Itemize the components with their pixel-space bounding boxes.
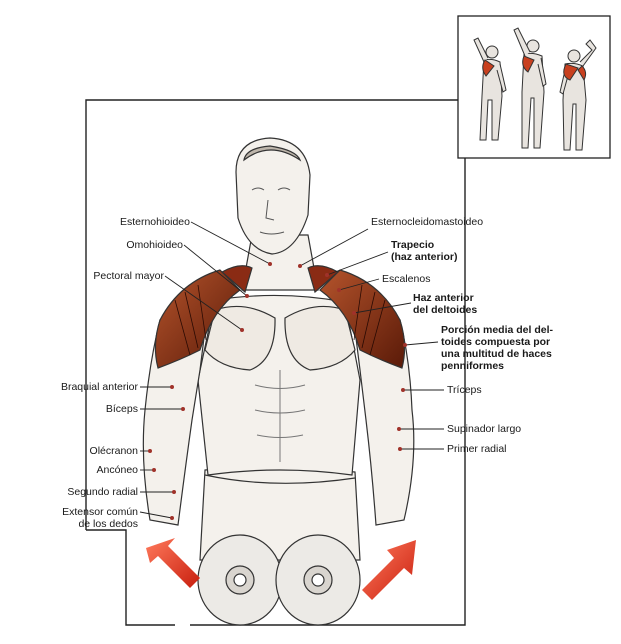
leader-lines <box>139 221 444 519</box>
upward-motion-arrow-icon <box>146 538 416 600</box>
label-braquial-anterior: Braquial anterior <box>60 381 138 393</box>
label-haz-anterior-deltoides: Haz anterior del deltoides <box>413 292 478 316</box>
label-omohioideo: Omohioideo <box>126 239 183 251</box>
thumbnail-exercise-icon <box>457 15 611 159</box>
label-olecranon: Olécranon <box>89 445 138 457</box>
label-primer-radial: Primer radial <box>447 443 507 455</box>
label-anconeo: Ancóneo <box>96 464 138 476</box>
label-extensor-comun: Extensor común de los dedos <box>62 506 138 530</box>
label-esternohioideo: Esternohioideo <box>119 216 190 228</box>
label-segundo-radial: Segundo radial <box>67 486 138 498</box>
label-escalenos: Escalenos <box>382 273 431 285</box>
label-supinador-largo: Supinador largo <box>447 423 522 435</box>
label-trapecio: Trapecio (haz anterior) <box>391 239 458 263</box>
dumbbell-icon <box>197 534 361 626</box>
label-biceps: Bíceps <box>105 403 138 415</box>
label-porcion-media: Porción media del del- toides compuesta … <box>441 324 554 372</box>
label-esternocleidomastoideo: Esternocleidomastoideo <box>371 216 484 228</box>
label-pectoral-mayor: Pectoral mayor <box>93 270 164 282</box>
body-figure <box>142 137 415 561</box>
leader-dots <box>148 262 407 520</box>
frame <box>85 99 466 626</box>
label-triceps: Tríceps <box>447 384 482 396</box>
